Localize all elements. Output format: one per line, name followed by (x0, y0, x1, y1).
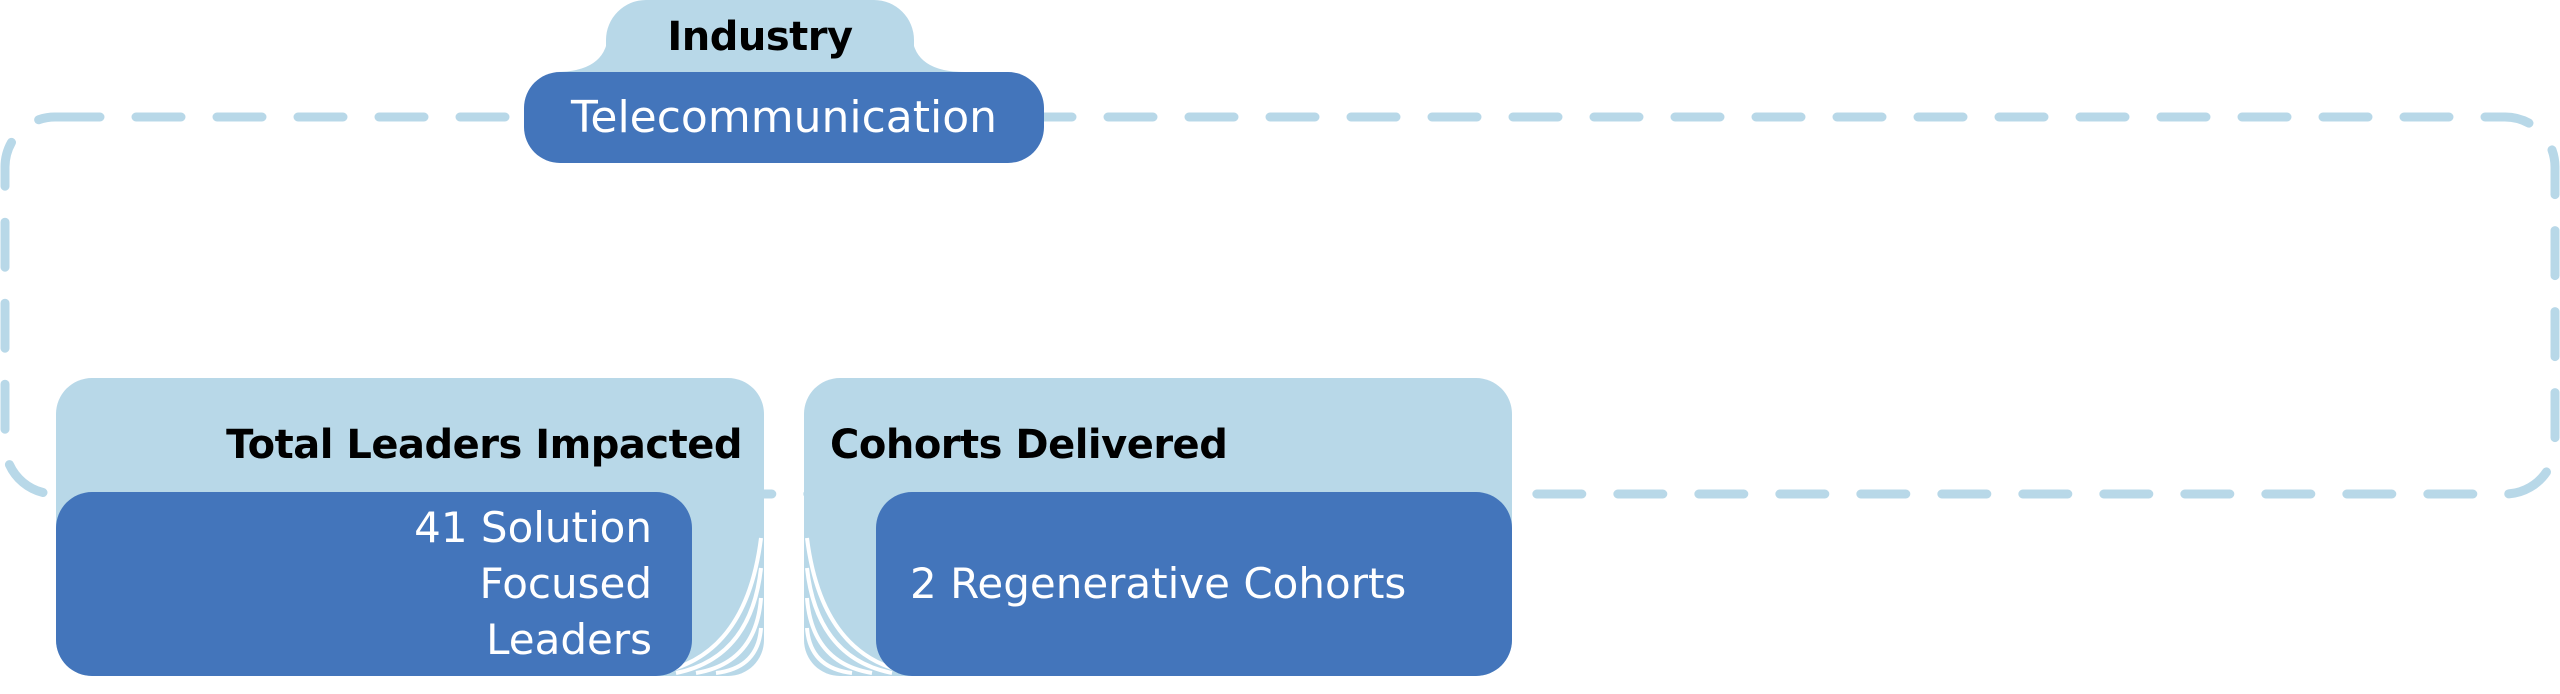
industry-value: Telecommunication (570, 91, 998, 143)
card-total-leaders: Total Leaders Impacted 41 Solution Focus… (56, 378, 764, 676)
card-value: 2 Regenerative Cohorts (910, 559, 1407, 608)
card-value-box: 41 Solution Focused Leaders (56, 492, 692, 676)
card-label: Cohorts Delivered (830, 422, 1228, 468)
card-label: Total Leaders Impacted (226, 422, 742, 468)
card-cohorts-delivered: Cohorts Delivered 2 Regenerative Cohorts (804, 378, 1512, 676)
card-value-box: 2 Regenerative Cohorts (876, 492, 1512, 676)
card-value: 41 Solution Focused Leaders (414, 503, 652, 664)
industry-label: Industry (667, 14, 853, 60)
industry-value-box: Telecommunication (524, 72, 1044, 163)
